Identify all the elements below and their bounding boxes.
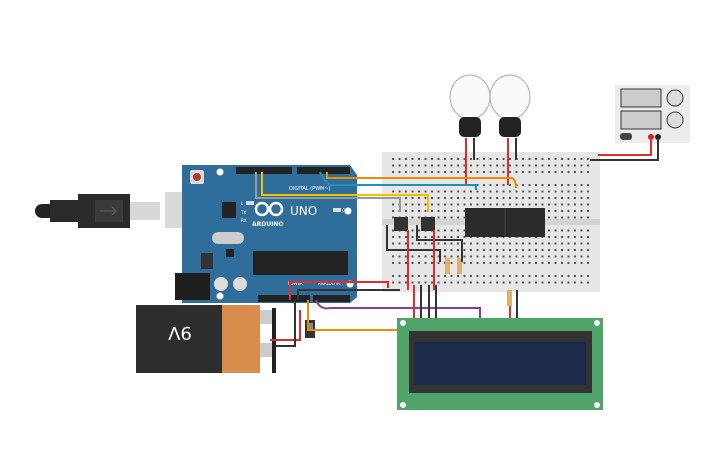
analog-label: ANALOG IN [318, 281, 340, 286]
lcd-screen [414, 342, 586, 385]
led-l-label: L [241, 201, 244, 206]
microcontroller-chip [253, 251, 348, 275]
led-on-label: ON [342, 208, 348, 213]
lightbulb-icon[interactable] [489, 74, 531, 137]
lcd-display[interactable] [397, 318, 603, 410]
arduino-logo [254, 201, 284, 217]
power-supply[interactable] [615, 85, 690, 143]
usb-cable[interactable] [35, 194, 160, 228]
battery-label: 9V [167, 322, 191, 343]
lightbulb-icon[interactable] [449, 74, 491, 137]
power-label: POWER [288, 281, 303, 286]
arduino-uno[interactable]: DIGITAL (PWM~) L TX RX ON ARDUINO UNO PO… [165, 165, 357, 303]
digital-header-2 [297, 167, 350, 174]
push-button-icon[interactable] [394, 217, 408, 231]
resistor-icon [507, 290, 512, 306]
usb-icon [95, 200, 123, 222]
resistor-icon [445, 258, 450, 274]
brand-label: ARDUINO [252, 221, 283, 228]
push-button-icon[interactable] [421, 217, 435, 231]
breadboard[interactable] [382, 152, 600, 306]
led-rx-label: RX [241, 218, 247, 223]
model-label: UNO [290, 204, 317, 218]
digital-label: DIGITAL (PWM~) [289, 186, 331, 192]
digital-header-1 [236, 167, 292, 174]
resistor-icon [457, 258, 462, 274]
power-jack [175, 273, 210, 300]
wires [255, 137, 659, 347]
led-tx-label: TX [240, 210, 246, 215]
battery-9v[interactable]: 9V [136, 305, 276, 373]
